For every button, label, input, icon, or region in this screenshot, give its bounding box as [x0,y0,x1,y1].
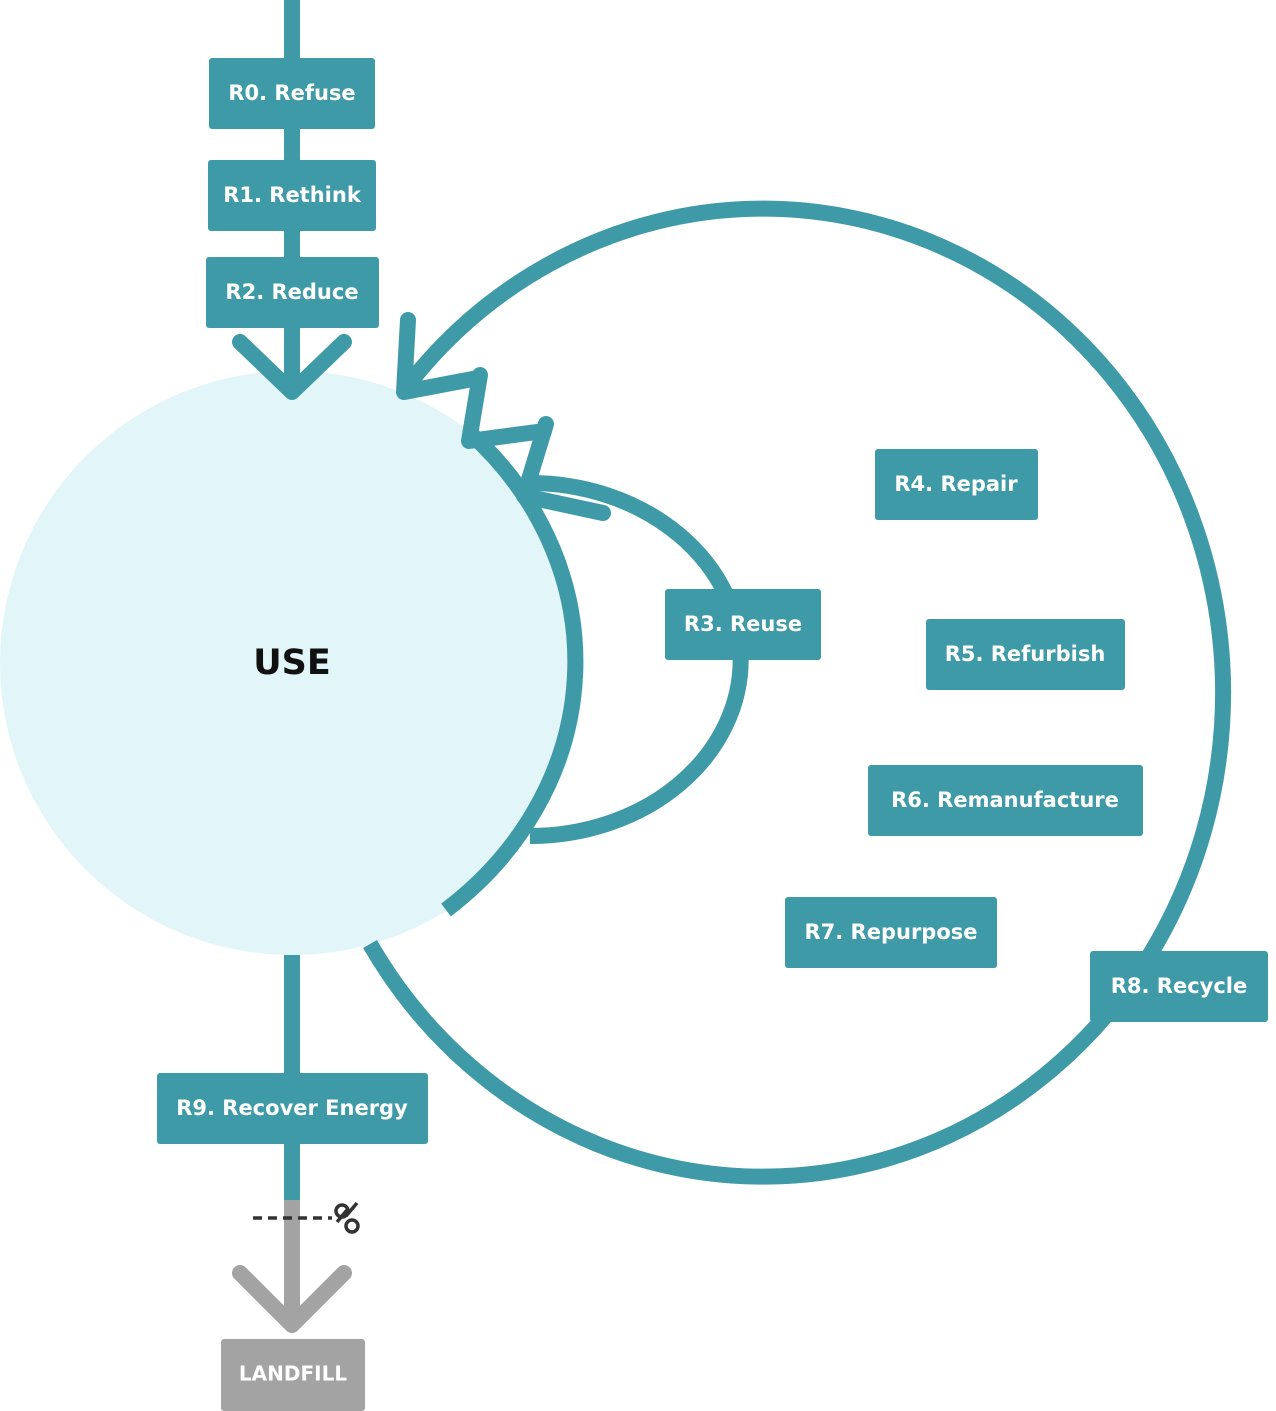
step-label: R8. Recycle [1111,974,1248,998]
loop-r4-r7-arc [441,427,584,917]
loop-r8-arc [363,200,1232,1185]
step-r7: R7. Repurpose [785,897,997,968]
use-label: USE [253,643,331,683]
step-label: R0. Refuse [228,81,355,105]
step-label: R4. Repair [894,472,1018,496]
step-r1: R1. Rethink [208,160,376,231]
step-r4: R4. Repair [875,449,1038,520]
step-label: R7. Repurpose [804,920,977,944]
step-r0: R0. Refuse [209,58,375,129]
step-r3: R3. Reuse [665,589,821,660]
landfill-arrowhead [232,1265,352,1333]
inflow-arrowhead [232,334,352,400]
step-label: R2. Reduce [225,280,358,304]
step-label: R3. Reuse [684,612,802,636]
step-label: R5. Refurbish [945,642,1106,666]
step-label: R1. Rethink [223,183,362,207]
use-circle [0,371,584,955]
step-r5: R5. Refurbish [926,619,1125,690]
step-label: R6. Remanufacture [891,788,1119,812]
step-r9: R9. Recover Energy [157,1073,428,1144]
step-r2: R2. Reduce [206,257,379,328]
step-r8: R8. Recycle [1090,951,1268,1022]
landfill-label: LANDFILL [239,1362,347,1386]
step-r6: R6. Remanufacture [868,765,1143,836]
loop-r4-r7-arrowhead [461,367,552,449]
loop-r8-arrowhead [396,312,486,400]
landfill-box: LANDFILL [221,1339,365,1411]
step-label: R9. Recover Energy [176,1096,408,1120]
scissors-icon [334,1201,360,1234]
